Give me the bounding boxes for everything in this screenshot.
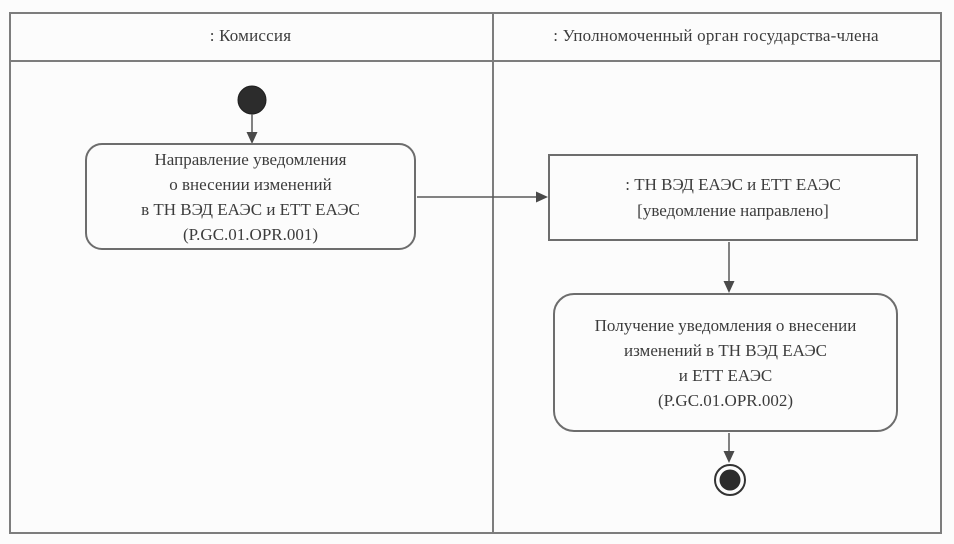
- action-node-line: изменений в ТН ВЭД ЕАЭС: [623, 340, 828, 360]
- lane-header-commission: : Комиссия: [9, 12, 492, 60]
- action-node-line: (P.GC.01.OPR.002): [657, 390, 794, 410]
- action-node-line: Получение уведомления о внесении: [594, 315, 857, 335]
- object-node-line: [уведомление направлено]: [637, 200, 829, 220]
- lane-header-commission-label: : Комиссия: [209, 26, 292, 45]
- action-node-line: о внесении изменений: [169, 174, 332, 194]
- lane-header-authorized-body-label: : Уполномоченный орган государства-члена: [553, 26, 879, 45]
- object-node-line: : ТН ВЭД ЕАЭС и ЕТТ ЕАЭС: [625, 174, 841, 194]
- action-node-send-notification: Направление уведомления о внесении измен…: [85, 143, 416, 250]
- diagram-frame: [9, 12, 942, 534]
- lane-header-authorized-body: : Уполномоченный орган государства-члена: [492, 12, 940, 60]
- action-node-receive-notification: Получение уведомления о внесении изменен…: [553, 293, 898, 432]
- action-node-line: (P.GC.01.OPR.001): [182, 224, 319, 244]
- action-node-line: Направление уведомления: [154, 149, 347, 169]
- action-node-line: и ЕТТ ЕАЭС: [678, 365, 773, 385]
- lane-header-divider: [9, 60, 940, 62]
- action-node-line: в ТН ВЭД ЕАЭС и ЕТТ ЕАЭС: [141, 199, 360, 219]
- lane-divider: [492, 12, 494, 532]
- object-node-notification-sent: : ТН ВЭД ЕАЭС и ЕТТ ЕАЭС [уведомление на…: [548, 154, 918, 241]
